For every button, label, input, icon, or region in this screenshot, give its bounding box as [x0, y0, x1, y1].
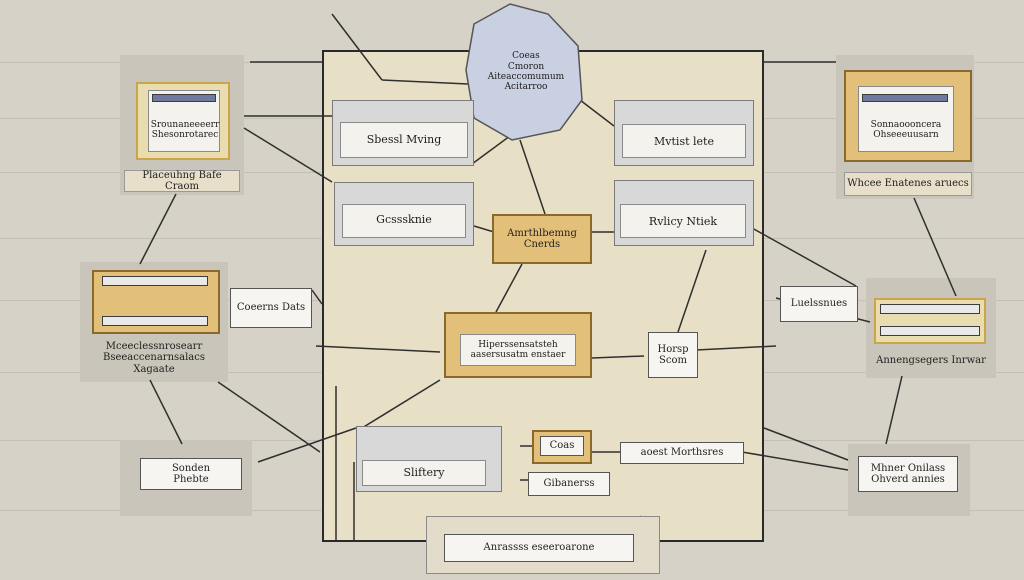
right-top-card-bar	[862, 94, 948, 102]
right-top-caption: Whcee Enatenes aruecs	[844, 172, 972, 196]
center-main-inner	[460, 334, 576, 366]
center-hub-box[interactable]	[492, 214, 592, 264]
left-bottom-chip[interactable]: Sonden Phebte	[140, 458, 242, 490]
left-top-card-label: Srounaneeeerr Shesonrotarec	[150, 119, 220, 140]
center-mid-right-label: Rvlicy Ntiek	[648, 214, 718, 228]
left-mid-card-bar-1	[102, 276, 208, 286]
center-bottom-right-chip[interactable]: aoest Morthsres	[620, 442, 744, 464]
center-top-right-inner	[622, 124, 746, 158]
center-mid-right-inner	[620, 204, 746, 238]
right-top-card-label: Sonnaoooncera Ohseeeuusarn	[870, 119, 942, 140]
center-small-right-chip[interactable]: Horsp Scom	[648, 332, 698, 378]
center-bottom-sub-chip[interactable]: Gibanerss	[528, 472, 610, 496]
bottom-footer-chip[interactable]: Anrassss eseeroarone	[444, 534, 634, 562]
center-mid-left-inner	[342, 204, 466, 238]
cluster-hexagon	[465, 3, 583, 141]
right-mid-card-bar-2	[880, 326, 980, 336]
right-mid-chip[interactable]: Luelssnues	[780, 286, 858, 322]
center-bottom-left-label: Sliftery	[403, 465, 445, 479]
left-top-caption: Placeuhng Bafe Craom	[124, 170, 240, 192]
left-top-card-bar	[152, 94, 216, 102]
right-bottom-chip[interactable]: Mhner Onilass Ohverd annies	[858, 456, 958, 492]
left-mid-card-bar-2	[102, 316, 208, 326]
center-bottom-tag-chip: Coas	[540, 436, 584, 456]
center-bottom-left-inner	[362, 460, 486, 486]
left-mid-chip[interactable]: Coeerns Dats	[230, 288, 312, 328]
left-mid-card-label: Mceeclessnrosearr Bseeaccenarnsalacs Xag…	[102, 340, 205, 375]
right-mid-card-bar-1	[880, 304, 980, 314]
center-top-left-label: Sbessl Mving	[366, 132, 442, 146]
center-hub-label: Amrthlbemng Cnerds	[507, 227, 577, 251]
center-main-label: Hiperssensatsteh aasersusatm enstaer	[470, 339, 566, 360]
center-top-right-label: Mvtist lete	[654, 134, 714, 148]
right-mid-card-label: Annengsegers Inrwar	[876, 355, 986, 367]
hexagon-label: Coeas Cmoron Aiteaccomumum Acitarroo	[487, 51, 565, 93]
center-mid-left-label: Gcsssknie	[376, 212, 432, 226]
center-top-left-inner	[340, 122, 468, 158]
